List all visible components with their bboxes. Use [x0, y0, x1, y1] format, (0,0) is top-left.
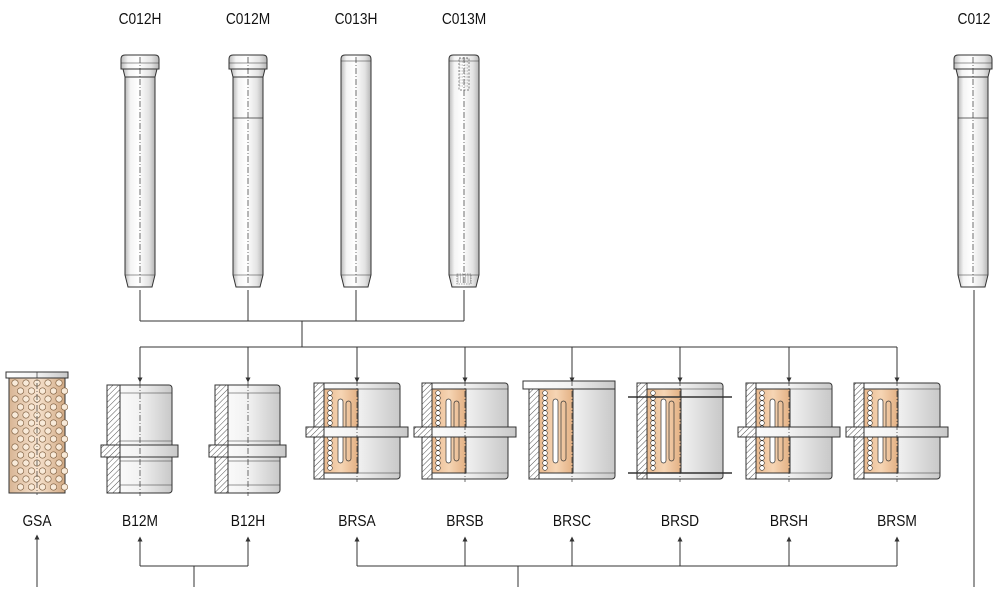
pin-label-c012m: C012M: [226, 11, 270, 29]
bushing-brsb: [414, 380, 516, 482]
guide-pin-c012m: [229, 55, 267, 287]
bushing-label-brsb: BRSB: [446, 513, 483, 531]
pin-label-c012-right: C012: [958, 11, 991, 29]
bushing-label-brsc: BRSC: [553, 513, 591, 531]
bushing-brsh: [738, 380, 840, 482]
bushing-brsm: [846, 380, 948, 482]
bushing-gsa: [6, 372, 68, 495]
bushing-b12h: [209, 382, 286, 496]
guide-pin-c013h: [341, 55, 371, 287]
bushing-brsa: [306, 380, 408, 482]
guide-pin-c013m: [449, 55, 479, 287]
bushing-label-brsm: BRSM: [877, 513, 917, 531]
guide-pin-c012h: [121, 55, 159, 287]
pin-label-c012h: C012H: [119, 11, 162, 29]
guide-pin-c012-right: [954, 55, 992, 287]
pin-label-c013m: C013M: [442, 11, 486, 29]
bushing-label-brsd: BRSD: [661, 513, 699, 531]
bushing-label-brsa: BRSA: [338, 513, 375, 531]
guide-pins-group: [121, 55, 992, 287]
bushing-brsd: [628, 380, 732, 482]
bushing-label-b12m: B12M: [122, 513, 158, 531]
bushing-label-brsh: BRSH: [770, 513, 808, 531]
bushing-b12m: [101, 382, 178, 496]
bushing-label-b12h: B12H: [231, 513, 265, 531]
bushings-group: [6, 372, 948, 496]
bushing-label-gsa: GSA: [22, 513, 51, 531]
pin-label-c013h: C013H: [335, 11, 378, 29]
bushing-brsc: [523, 380, 615, 482]
